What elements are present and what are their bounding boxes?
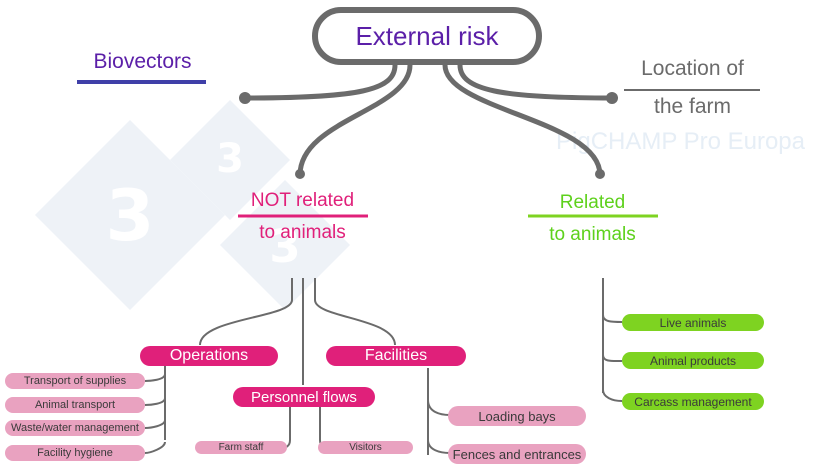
related-item-live-animals: Live animals bbox=[622, 314, 764, 331]
operations-item-transport-supplies: Transport of supplies bbox=[5, 373, 145, 389]
operations-item-animal-transport: Animal transport bbox=[5, 397, 145, 413]
watermark-badge: 3 bbox=[269, 220, 300, 273]
watermark-badge: 3 bbox=[106, 175, 155, 257]
root-label: External risk bbox=[355, 20, 499, 51]
facilities-node: Facilities bbox=[326, 346, 466, 366]
root-node-external-risk: External risk bbox=[312, 7, 542, 65]
related-item-carcass-management: Carcass management bbox=[622, 393, 764, 410]
location-label-line2: the farm bbox=[653, 95, 732, 118]
watermark-badge: 3 bbox=[216, 136, 244, 182]
personnel-item-visitors: Visitors bbox=[318, 441, 413, 454]
personnel-item-farm-staff: Farm staff bbox=[195, 441, 287, 454]
biovectors-label: Biovectors bbox=[93, 50, 192, 73]
watermark-text: PigCHAMP Pro Europa bbox=[556, 128, 805, 155]
facilities-item-loading-bays: Loading bays bbox=[448, 406, 586, 426]
operations-node: Operations bbox=[140, 346, 278, 366]
personnel-flows-node: Personnel flows bbox=[233, 387, 375, 407]
operations-item-waste-water: Waste/water management bbox=[5, 420, 145, 436]
related-line1: Related bbox=[559, 192, 626, 213]
not-related-line2: to animals bbox=[259, 222, 346, 243]
operations-item-facility-hygiene: Facility hygiene bbox=[5, 445, 145, 461]
related-item-animal-products: Animal products bbox=[622, 352, 764, 369]
location-label-line1: Location of bbox=[641, 57, 744, 80]
not-related-line1: NOT related bbox=[250, 190, 355, 211]
related-line2: to animals bbox=[549, 224, 636, 245]
facilities-item-fences: Fences and entrances bbox=[448, 444, 586, 464]
